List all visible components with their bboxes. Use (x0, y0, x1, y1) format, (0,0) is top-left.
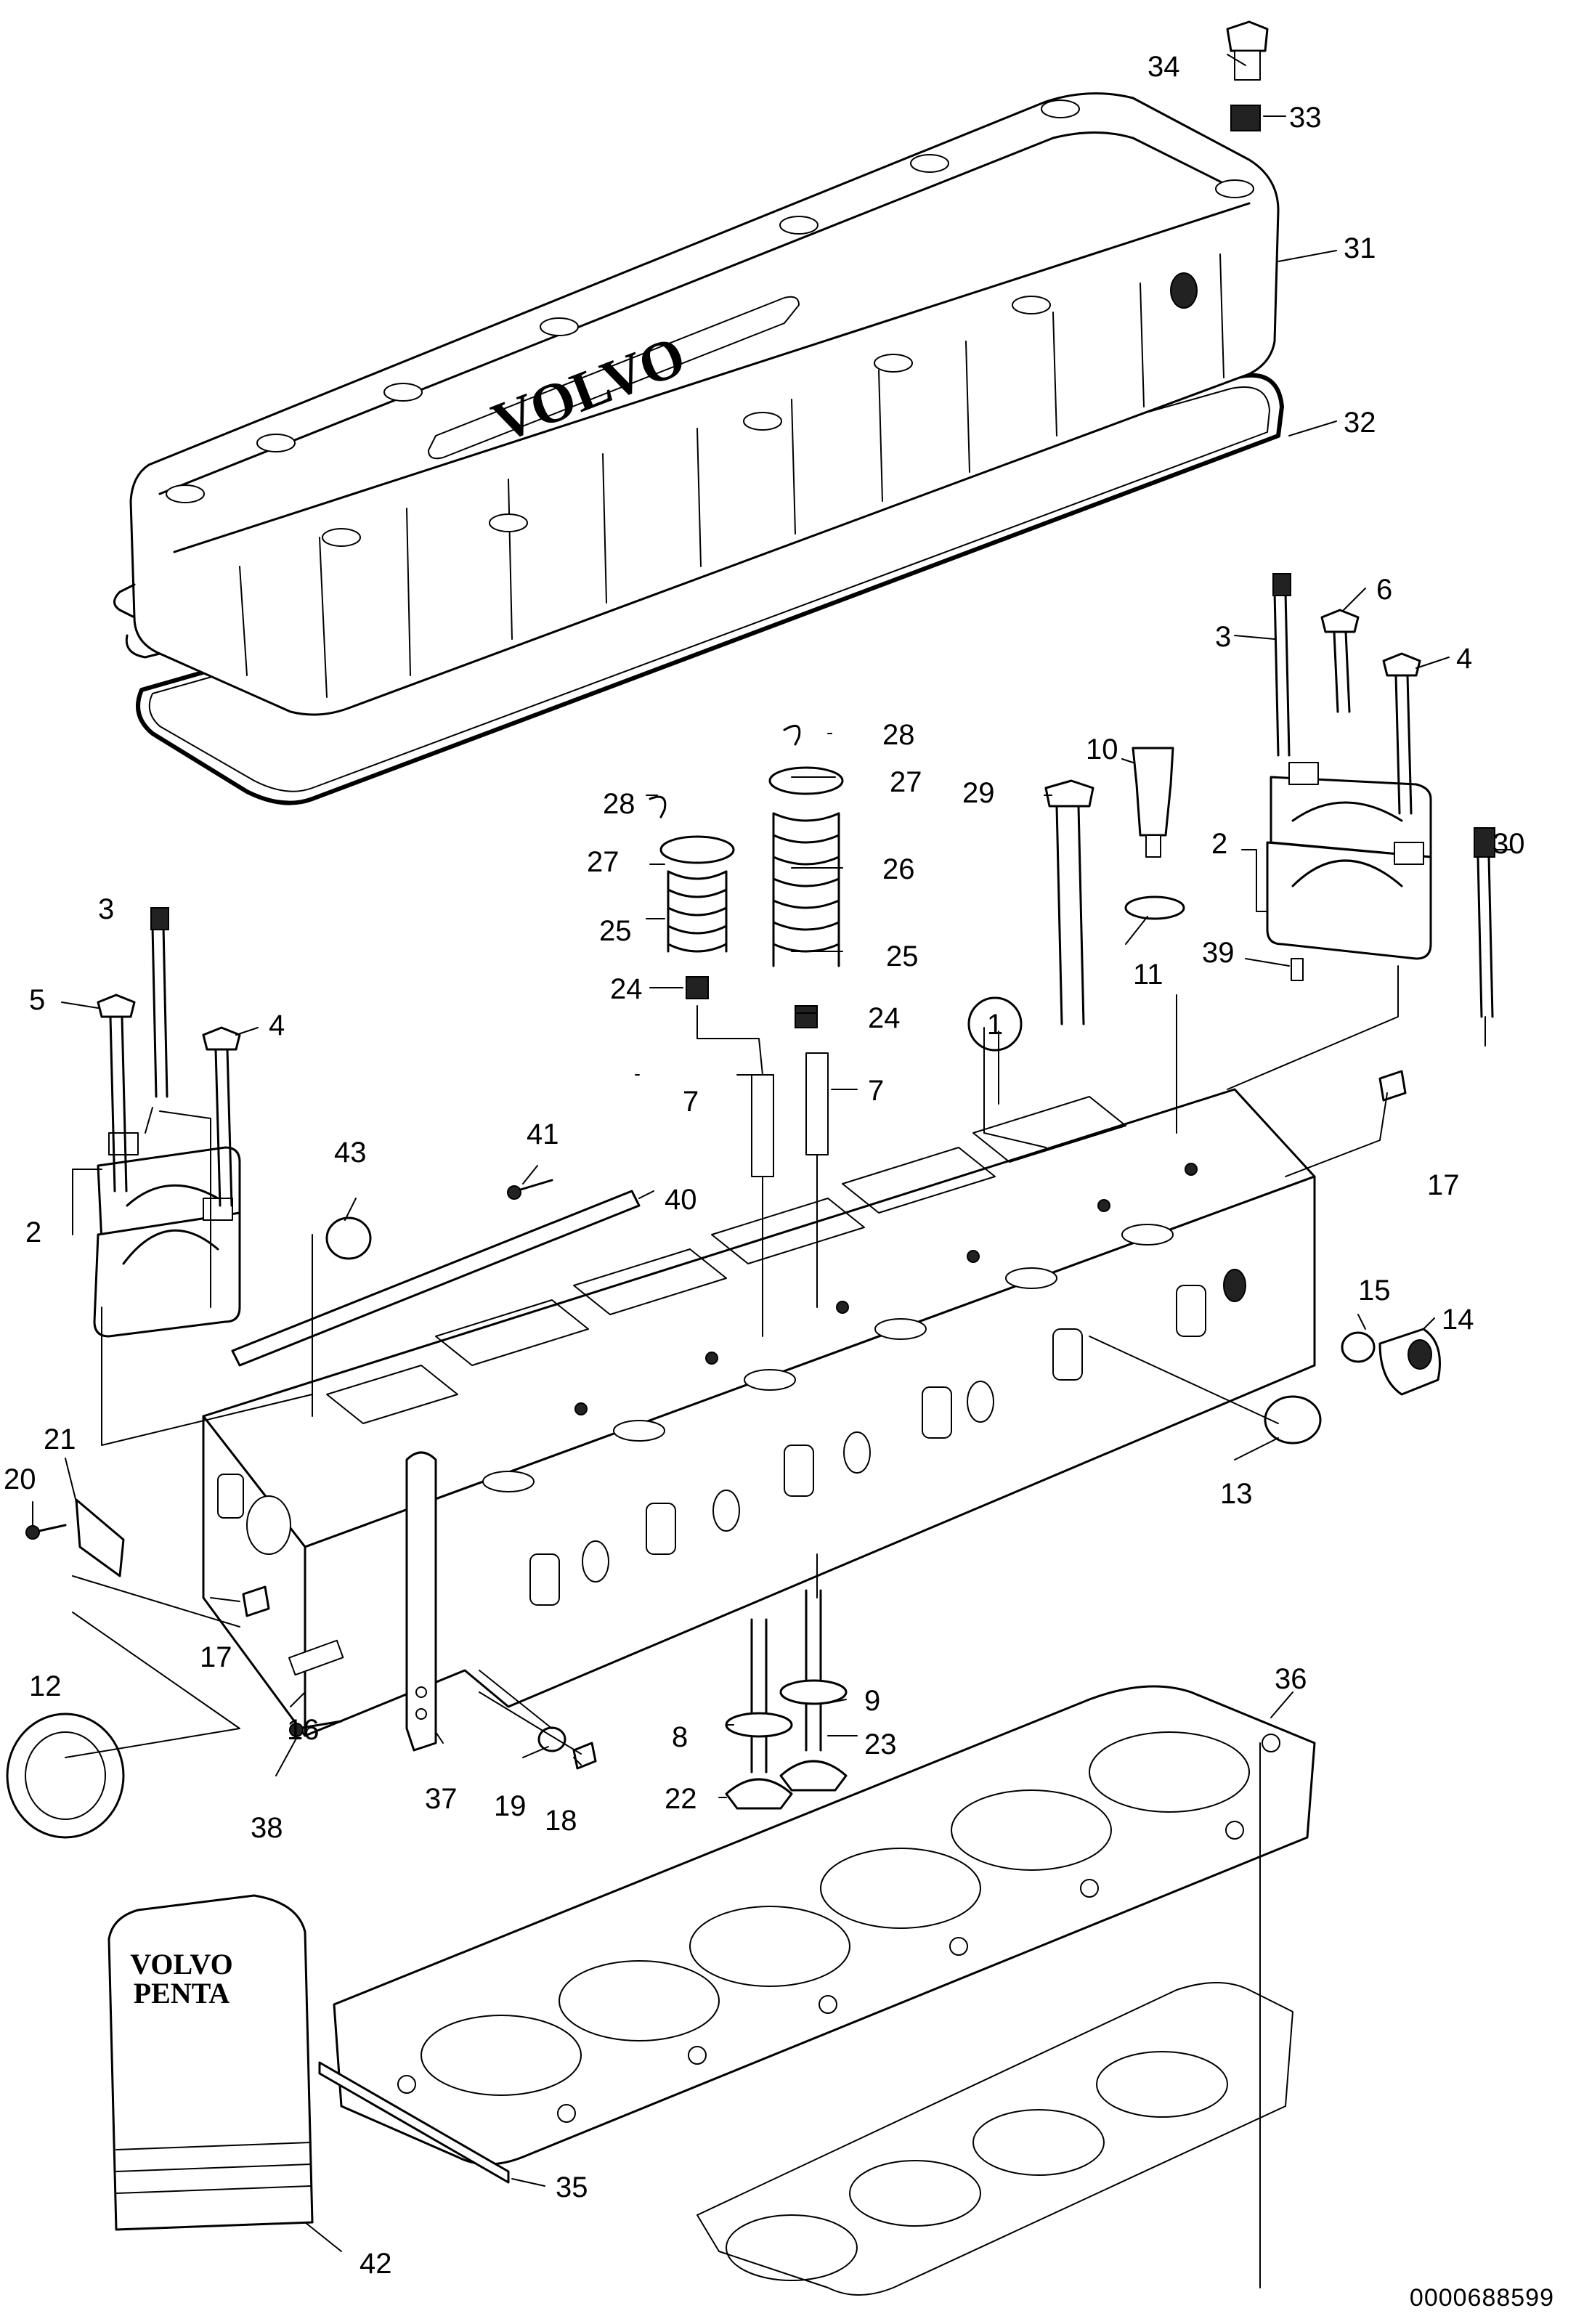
part-label-7-right: 7 (868, 1075, 884, 1107)
part-label-38: 38 (251, 1812, 283, 1844)
part-label-42: 42 (360, 2248, 392, 2280)
valve-guide-left (751, 1074, 774, 1177)
callout-circle-1 (967, 996, 1023, 1052)
part-label-26: 26 (882, 853, 915, 885)
part-label-6: 6 (1376, 574, 1392, 606)
cover-plate-21 (75, 1498, 125, 1577)
part-label-20: 20 (4, 1463, 36, 1495)
gasket-kit-box (107, 1894, 314, 2231)
part-label-24-right: 24 (868, 1002, 901, 1034)
pin-39 (1291, 958, 1304, 981)
head-gasket (318, 1685, 1316, 2184)
part-label-21: 21 (44, 1423, 76, 1455)
part-label-28-right: 28 (882, 719, 915, 751)
lifting-eye (405, 1451, 437, 1752)
document-ref-number: 0000688599 (1410, 2284, 1554, 2312)
part-label-18: 18 (545, 1805, 577, 1837)
part-label-28-left: 28 (603, 788, 635, 820)
part-label-40: 40 (665, 1184, 697, 1216)
part-label-27-right: 27 (890, 766, 922, 798)
expansion-plug (325, 1216, 372, 1260)
part-label-25-right: 25 (886, 940, 919, 972)
sleeve-16 (288, 1639, 344, 1676)
part-label-22: 22 (665, 1783, 697, 1815)
valves (725, 1589, 848, 1810)
part-label-4-right: 4 (1456, 643, 1472, 675)
part-label-30: 30 (1492, 828, 1525, 860)
part-label-2-left: 2 (25, 1216, 41, 1248)
part-label-7-left: 7 (683, 1086, 699, 1118)
leader-lines (32, 54, 1511, 2288)
box-logo-line2: PENTA (134, 1977, 230, 2010)
valve-cover (113, 92, 1284, 805)
part-label-32: 32 (1344, 407, 1376, 439)
valve-springs-left (649, 795, 735, 999)
part-label-3-right: 3 (1215, 621, 1231, 653)
part-label-35: 35 (556, 2171, 588, 2203)
part-label-5: 5 (29, 984, 45, 1016)
part-label-1: 1 (987, 1009, 1003, 1041)
alt-head-gasket (696, 1982, 1293, 2296)
part-label-19: 19 (494, 1790, 527, 1822)
gasket-clip-35 (318, 2061, 510, 2184)
core-plug-13 (1264, 1395, 1322, 1445)
part-label-17-left: 17 (200, 1641, 232, 1673)
part-label-10: 10 (1086, 734, 1118, 765)
valve-springs-right (768, 724, 844, 1028)
part-label-29: 29 (962, 777, 995, 809)
rocker-rail (231, 1190, 641, 1367)
part-label-34: 34 (1148, 51, 1180, 83)
box-logo-line1: VOLVO (130, 1948, 232, 1980)
part-label-11: 11 (1133, 959, 1163, 991)
part-label-15: 15 (1358, 1275, 1391, 1307)
part-label-13: 13 (1220, 1478, 1253, 1510)
part-label-4-left: 4 (269, 1009, 285, 1041)
part-label-3-left: 3 (98, 893, 114, 925)
part-label-17-right: 17 (1427, 1169, 1460, 1201)
plug-17-left (242, 1585, 270, 1617)
rocker-support-right (1266, 762, 1432, 960)
part-label-27-left: 27 (587, 846, 620, 878)
studs-and-bolts (97, 20, 1495, 1207)
part-label-8: 8 (672, 1721, 688, 1753)
part-label-2-right: 2 (1211, 828, 1227, 860)
part-label-16: 16 (287, 1714, 320, 1746)
valve-guide-right (805, 1052, 829, 1155)
cylinder-head (202, 1088, 1316, 1737)
part-label-36: 36 (1275, 1663, 1307, 1695)
plug-17-right (1378, 1070, 1407, 1102)
part-label-9: 9 (864, 1685, 880, 1717)
part-label-43: 43 (334, 1137, 367, 1169)
part-label-25-left: 25 (599, 915, 632, 947)
part-label-41: 41 (527, 1118, 559, 1150)
part-label-23: 23 (864, 1728, 897, 1760)
plug-18 (572, 1742, 597, 1770)
part-label-39: 39 (1202, 937, 1235, 969)
part-label-14: 14 (1442, 1304, 1474, 1336)
part-label-24-left: 24 (610, 973, 643, 1005)
part-label-12: 12 (29, 1670, 62, 1702)
part-label-33: 33 (1289, 102, 1322, 134)
part-label-37: 37 (425, 1783, 458, 1815)
part-label-31: 31 (1344, 232, 1376, 264)
seal-ring-15 (1341, 1331, 1376, 1363)
